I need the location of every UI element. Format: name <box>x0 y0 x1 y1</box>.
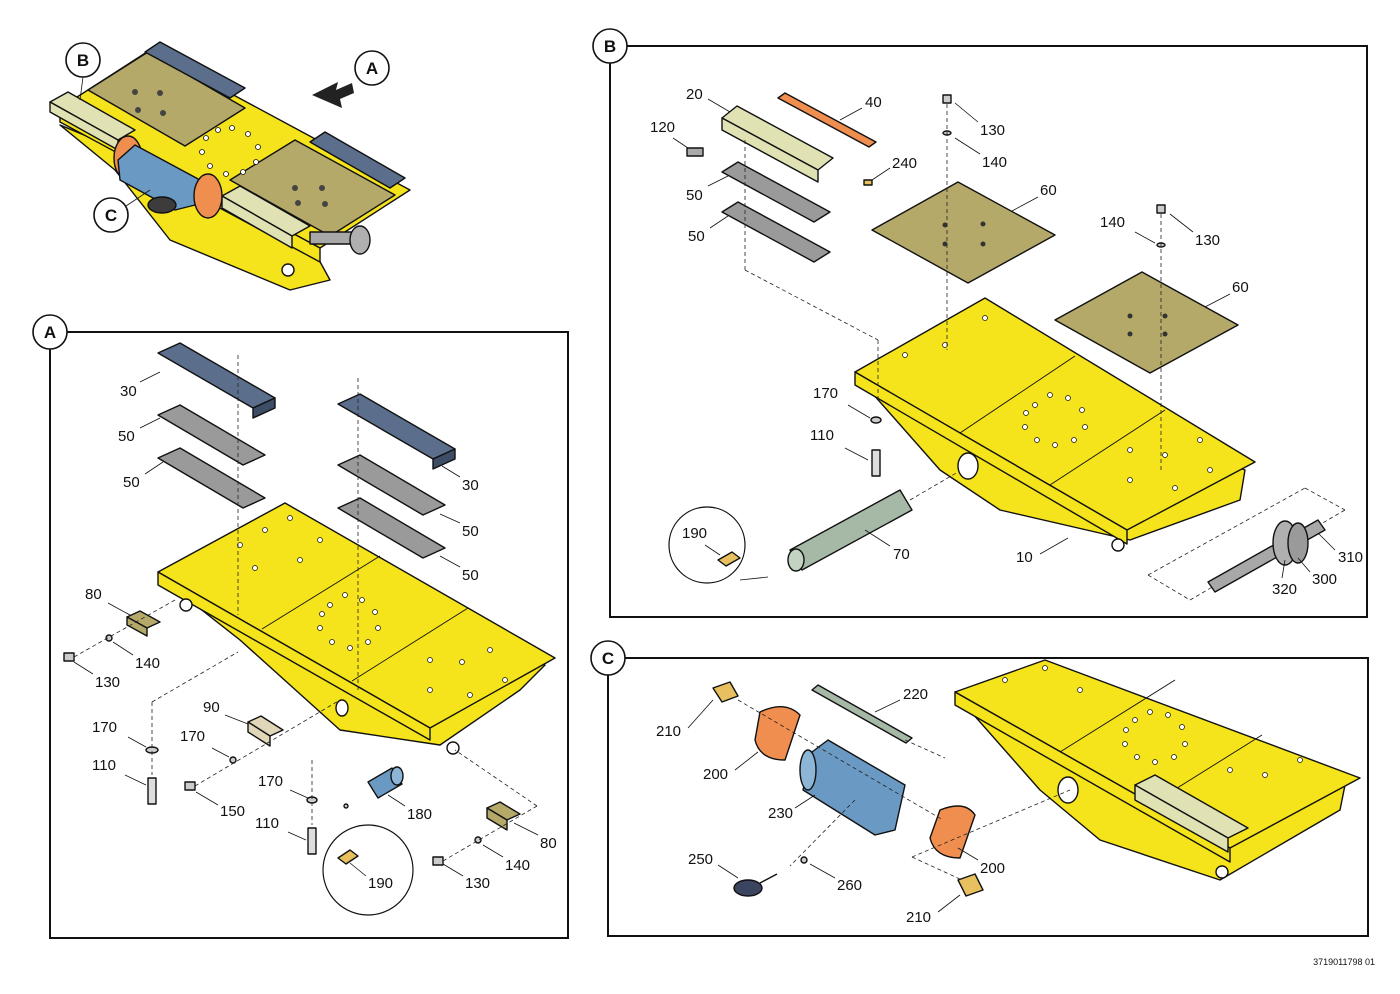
document-number: 3719011798 01 <box>1313 957 1375 967</box>
label-130: 130 <box>95 674 120 691</box>
label-210: 210 <box>656 723 681 740</box>
label-80: 80 <box>540 835 557 852</box>
panel-a-callout: A <box>44 323 56 342</box>
label-50: 50 <box>118 428 135 445</box>
label-20: 20 <box>686 86 703 103</box>
callout-a-label: A <box>366 59 378 78</box>
label-240: 240 <box>892 155 917 172</box>
label-300: 300 <box>1312 571 1337 588</box>
label-200: 200 <box>980 860 1005 877</box>
label-90: 90 <box>203 699 220 716</box>
label-110: 110 <box>810 427 834 444</box>
label-50: 50 <box>462 523 479 540</box>
panel-a-labels: 30 50 50 30 50 50 80 140 130 170 110 90 … <box>73 371 557 892</box>
overview-assembly <box>49 41 411 291</box>
panel-c-frame <box>607 657 1369 937</box>
panel-a: A <box>32 314 569 939</box>
label-70: 70 <box>893 546 910 563</box>
label-200: 200 <box>703 766 728 783</box>
panel-b: B <box>592 28 1368 618</box>
panel-b-callout: B <box>604 37 616 56</box>
label-10: 10 <box>1016 549 1033 566</box>
label-260: 260 <box>837 877 862 894</box>
label-170: 170 <box>813 385 838 402</box>
callout-b-label: B <box>77 51 89 70</box>
label-320: 320 <box>1272 581 1297 598</box>
label-170: 170 <box>258 773 283 790</box>
panel-b-labels: 20 40 120 130 140 240 50 50 60 140 130 6… <box>650 86 1363 598</box>
label-250: 250 <box>688 851 713 868</box>
callout-c-label: C <box>105 206 117 225</box>
panel-c: C <box>590 640 1369 937</box>
label-170: 170 <box>92 719 117 736</box>
label-150: 150 <box>220 803 245 820</box>
panel-a-frame <box>49 331 569 939</box>
label-60: 60 <box>1232 279 1249 296</box>
label-130: 130 <box>980 122 1005 139</box>
label-50: 50 <box>123 474 140 491</box>
label-140: 140 <box>135 655 160 672</box>
label-50: 50 <box>686 187 703 204</box>
callout-a-overview: A <box>354 50 390 86</box>
label-230: 230 <box>768 805 793 822</box>
label-80: 80 <box>85 586 102 603</box>
label-220: 220 <box>903 686 928 703</box>
label-190: 190 <box>368 875 393 892</box>
label-170: 170 <box>180 728 205 745</box>
label-210: 210 <box>906 909 931 926</box>
label-130: 130 <box>465 875 490 892</box>
label-50: 50 <box>688 228 705 245</box>
panel-c-callout: C <box>602 649 614 668</box>
label-190: 190 <box>682 525 707 542</box>
label-140: 140 <box>505 857 530 874</box>
label-50: 50 <box>462 567 479 584</box>
label-120: 120 <box>650 119 675 136</box>
label-60: 60 <box>1040 182 1057 199</box>
label-130: 130 <box>1195 232 1220 249</box>
label-310: 310 <box>1338 549 1363 566</box>
label-30: 30 <box>462 477 479 494</box>
label-140: 140 <box>1100 214 1125 231</box>
label-180: 180 <box>407 806 432 823</box>
callout-b-overview: B <box>65 42 101 101</box>
label-110: 110 <box>255 815 279 832</box>
label-30: 30 <box>120 383 137 400</box>
panel-b-frame <box>609 45 1368 618</box>
label-110: 110 <box>92 757 116 774</box>
label-140: 140 <box>982 154 1007 171</box>
label-40: 40 <box>865 94 882 111</box>
panel-c-labels: 220 210 200 230 250 260 200 210 <box>656 686 1005 926</box>
callout-c-overview: C <box>93 189 151 233</box>
